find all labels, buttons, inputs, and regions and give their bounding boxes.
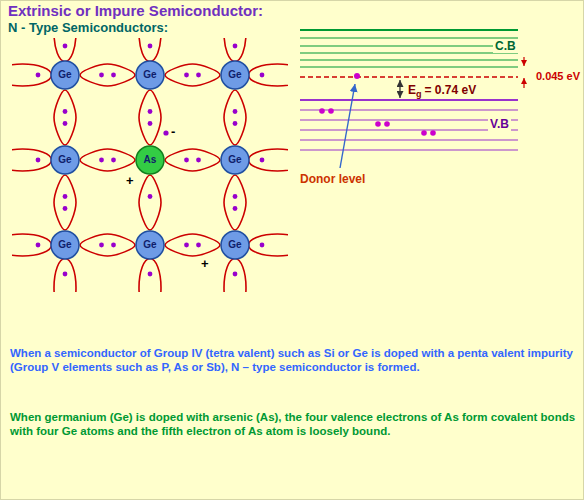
atom-outline — [136, 231, 164, 259]
donor-gap-arrow — [523, 78, 524, 88]
subtitle: N - Type Semiconductors: — [8, 20, 168, 35]
conduction-band — [300, 30, 518, 67]
host-atom: Ge — [135, 60, 165, 90]
gap-label: Eg= 0.74 eV — [408, 80, 476, 99]
outer-bond — [12, 149, 52, 171]
host-atom: Ge — [220, 145, 250, 175]
gap-symbol: E — [408, 83, 416, 97]
band-electrons — [319, 73, 436, 136]
outer-bonds — [12, 38, 288, 292]
covalent-bond — [165, 64, 220, 86]
outer-bond — [249, 149, 289, 171]
gap-arrow — [399, 80, 400, 98]
atom-symbol: Ge — [58, 239, 71, 251]
outer-bond — [12, 234, 52, 256]
atom-outline — [51, 231, 79, 259]
atom-outline — [51, 146, 79, 174]
outer-bond — [139, 38, 161, 62]
covalent-bond — [165, 149, 220, 171]
outer-bond — [224, 38, 246, 62]
atom-symbol: Ge — [143, 69, 156, 81]
covalent-bond — [139, 175, 161, 230]
covalent-bond — [224, 175, 246, 230]
atom-outline — [136, 61, 164, 89]
covalent-bond — [224, 90, 246, 145]
free-electron — [163, 130, 168, 135]
atom-outline — [221, 231, 249, 259]
charge-sign: - — [171, 124, 175, 139]
atom-symbol: Ge — [58, 69, 71, 81]
outer-bond — [249, 234, 289, 256]
title-area: Extrinsic or Impure Semiconductor: — [8, 2, 263, 19]
covalent-bond — [80, 149, 135, 171]
impurity-atom: As — [135, 145, 165, 175]
atom-outline — [221, 146, 249, 174]
outer-bond — [224, 259, 246, 293]
outer-bond — [139, 259, 161, 293]
band-name: C.B — [493, 39, 518, 53]
charge-sign: + — [201, 257, 209, 271]
energy-value: 0.045 eV — [536, 70, 580, 83]
body-text: When germanium (Ge) is doped with arseni… — [10, 410, 576, 438]
atom-symbol: Ge — [228, 154, 241, 166]
atom-symbol: Ge — [228, 69, 241, 81]
callout-label: Donor level — [300, 172, 365, 186]
slide-title: Extrinsic or Impure Semiconductor: — [8, 2, 263, 19]
covalent-bond — [165, 234, 220, 256]
gap-subscript: g — [416, 89, 422, 99]
host-atom: Ge — [50, 145, 80, 175]
donor-gap-arrow — [523, 57, 524, 66]
atom-symbol: Ge — [58, 154, 71, 166]
atom-outline — [51, 61, 79, 89]
atom-symbol: As — [144, 154, 157, 166]
host-atom: Ge — [50, 60, 80, 90]
outer-bond — [54, 259, 76, 293]
covalent-bond — [80, 64, 135, 86]
outer-bond — [54, 38, 76, 62]
energy-value: = 0.74 eV — [425, 83, 477, 97]
outer-bond — [249, 64, 289, 86]
atom-symbol: Ge — [228, 239, 241, 251]
charge-sign: + — [126, 173, 134, 188]
host-atom: Ge — [220, 230, 250, 260]
covalent-bond — [80, 234, 135, 256]
atom-symbol: Ge — [143, 239, 156, 251]
atom-outline — [136, 146, 164, 174]
covalent-bond — [139, 90, 161, 145]
covalent-bond — [54, 90, 76, 145]
atom-outline — [221, 61, 249, 89]
leader-line — [340, 84, 355, 168]
valence-electrons — [36, 44, 265, 277]
band-name: V.B — [488, 117, 511, 131]
outer-bond — [12, 64, 52, 86]
donor-level-line — [300, 76, 518, 78]
host-atom: Ge — [220, 60, 250, 90]
valence-band — [300, 100, 518, 150]
host-atom: Ge — [135, 230, 165, 260]
bond-connectors — [54, 64, 246, 256]
body-text: When a semiconductor of Group IV (tetra … — [10, 346, 576, 374]
host-atom: Ge — [50, 230, 80, 260]
covalent-bond — [54, 175, 76, 230]
